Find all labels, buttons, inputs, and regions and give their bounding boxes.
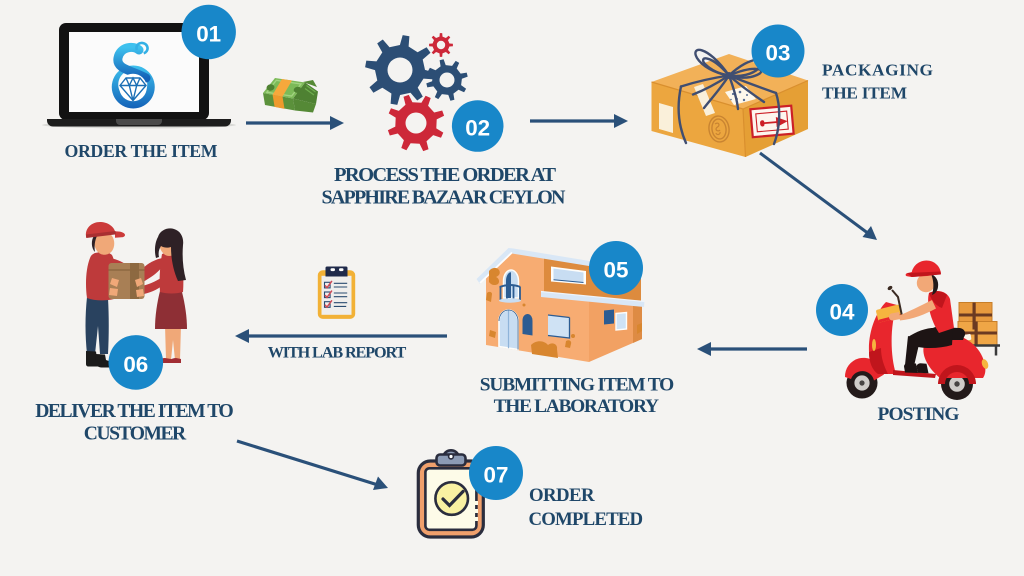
svg-text:03: 03 [766,40,791,65]
svg-text:05: 05 [604,257,629,282]
svg-text:07: 07 [484,462,509,487]
svg-text:THE ITEM: THE ITEM [822,84,907,103]
svg-text:06: 06 [123,352,148,377]
svg-text:WITH LAB REPORT: WITH LAB REPORT [268,344,407,362]
svg-text:04: 04 [830,299,855,324]
svg-text:02: 02 [465,115,490,140]
svg-text:THE LABORATORY: THE LABORATORY [494,396,659,417]
svg-text:SUBMITTING ITEM TO: SUBMITTING ITEM TO [480,375,674,396]
svg-text:DELIVER THE ITEM TO: DELIVER THE ITEM TO [35,401,234,422]
svg-text:PACKAGING: PACKAGING [822,61,933,80]
svg-text:ORDER: ORDER [529,485,595,506]
svg-text:PROCESS THE ORDER AT: PROCESS THE ORDER AT [334,164,556,186]
svg-text:01: 01 [196,21,221,46]
svg-text:ORDER THE ITEM: ORDER THE ITEM [65,141,218,161]
svg-text:POSTING: POSTING [878,404,960,425]
svg-text:CUSTOMER: CUSTOMER [84,424,187,445]
svg-text:COMPLETED: COMPLETED [529,509,644,530]
svg-text:SAPPHIRE BAZAAR CEYLON: SAPPHIRE BAZAAR CEYLON [322,187,567,209]
